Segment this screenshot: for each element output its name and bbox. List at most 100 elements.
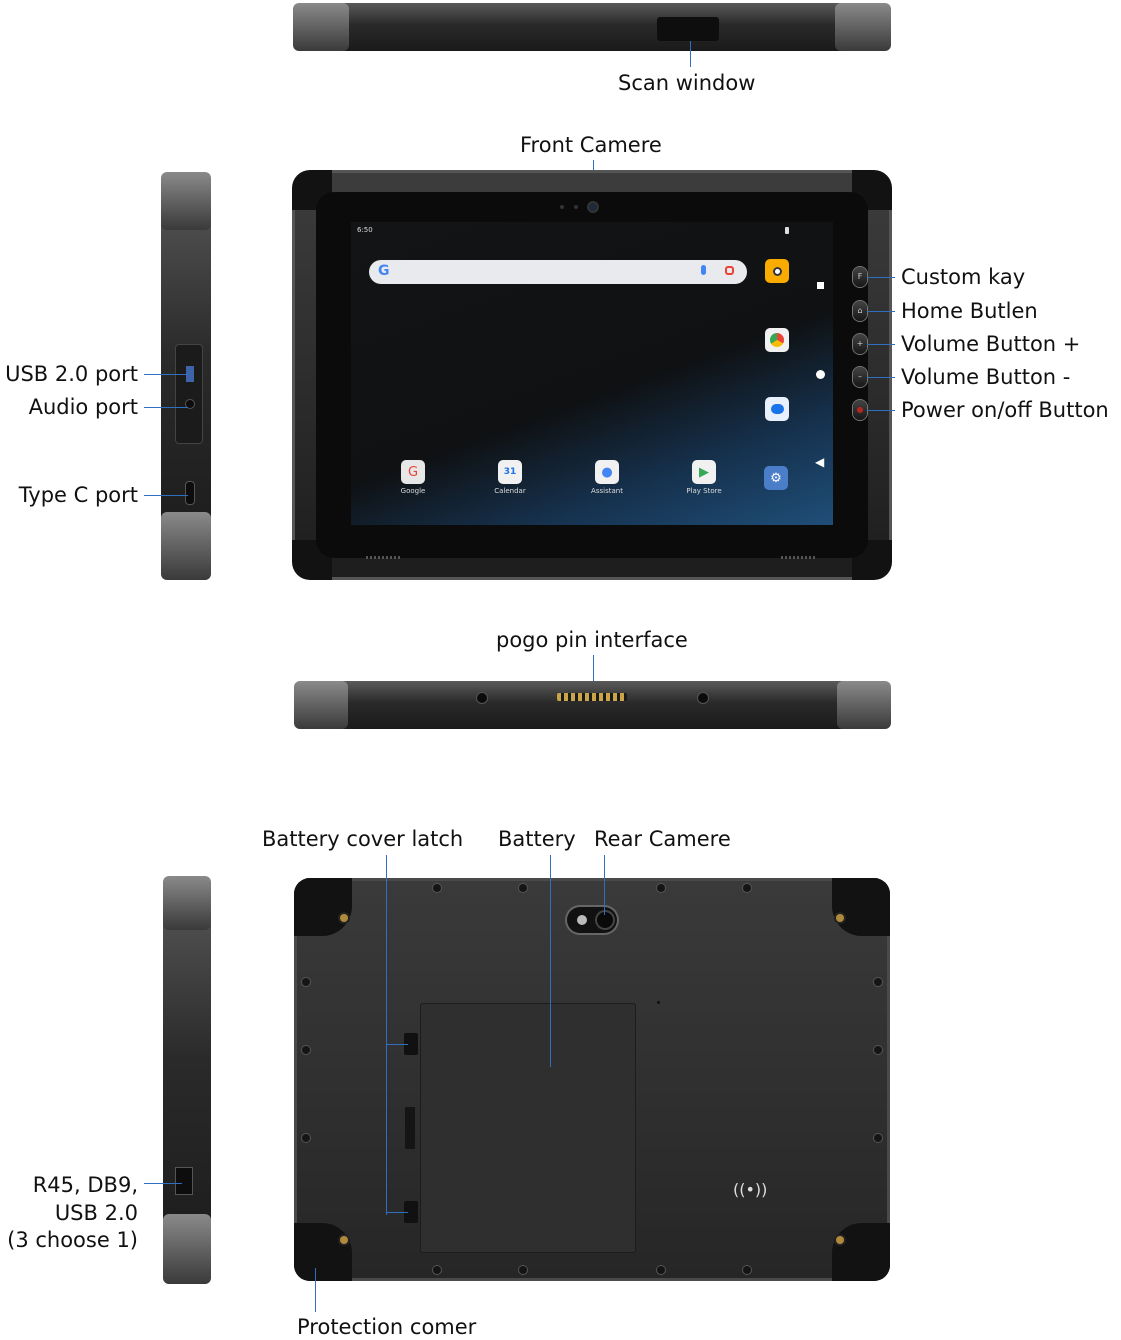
latch-leader-vertical xyxy=(386,855,388,1215)
top-edge-view xyxy=(293,3,891,51)
volume-up-label: Volume Button + xyxy=(901,332,1081,356)
custom-key-leader xyxy=(867,277,895,279)
camera-app-icon[interactable] xyxy=(765,259,789,283)
app-name: Google xyxy=(400,487,426,495)
volume-up-leader xyxy=(867,344,895,346)
power-button-label: Power on/off Button xyxy=(901,398,1109,422)
bottom-edge-view xyxy=(294,681,891,729)
scan-window-leader xyxy=(690,41,692,67)
home-nav-icon[interactable] xyxy=(816,370,825,379)
edge-screw xyxy=(302,978,310,986)
power-button-leader xyxy=(867,410,895,412)
dock-hole-left xyxy=(477,693,487,703)
usb-port-label: USB 2.0 port xyxy=(5,362,138,386)
edge-screw xyxy=(302,1134,310,1142)
power-button[interactable]: ● xyxy=(853,400,867,420)
assistant-icon: ● xyxy=(595,460,619,484)
app-name: Play Store xyxy=(686,487,722,495)
home-button[interactable]: ⌂ xyxy=(853,301,867,321)
volume-down-button[interactable]: – xyxy=(853,367,867,387)
edge-screw xyxy=(657,884,665,892)
edge-screw xyxy=(302,1046,310,1054)
left-side-upper-bottom-bumper xyxy=(161,512,211,580)
nfc-icon: ((•)) xyxy=(733,1180,768,1199)
rj45-label-line2: USB 2.0 xyxy=(54,1201,138,1225)
audio-port xyxy=(186,400,194,408)
edge-screw xyxy=(433,884,441,892)
battery-slot xyxy=(405,1107,415,1149)
microphone-icon[interactable] xyxy=(701,265,706,275)
protection-corner-br xyxy=(832,1223,890,1281)
front-camera xyxy=(589,203,597,211)
speaker-grille-right xyxy=(781,556,817,559)
tablet-screen: 6:50 G G Google 31 Calendar ● Assistant … xyxy=(351,222,833,525)
rj45-leader xyxy=(144,1183,182,1185)
protection-corner-bl xyxy=(294,1223,352,1281)
audio-port-leader xyxy=(144,407,188,409)
volume-down-label: Volume Button - xyxy=(901,365,1071,389)
battery-label: Battery xyxy=(498,827,576,851)
edge-screw xyxy=(874,978,882,986)
chrome-icon[interactable] xyxy=(765,328,789,352)
rear-camera-flash xyxy=(577,915,587,925)
edge-screw xyxy=(874,1134,882,1142)
type-c-port-label: Type C port xyxy=(18,483,138,507)
protection-corner-tr xyxy=(832,878,890,936)
edge-screw xyxy=(433,1266,441,1274)
battery-status-icon xyxy=(785,227,789,234)
left-side-lower-bottom-bumper xyxy=(163,1214,211,1284)
corner-screw-tr xyxy=(836,914,844,922)
app-calendar[interactable]: 31 Calendar xyxy=(479,460,541,495)
left-side-lower-top-bumper xyxy=(163,876,211,930)
corner-screw-tl xyxy=(340,914,348,922)
edge-screw xyxy=(743,1266,751,1274)
rear-camera-leader xyxy=(604,855,606,915)
usb-port-leader xyxy=(144,374,188,376)
latch-leader-bottom xyxy=(386,1212,408,1214)
audio-port-label: Audio port xyxy=(28,395,138,419)
battery-cover xyxy=(420,1003,636,1253)
edge-screw xyxy=(657,1266,665,1274)
usb-port xyxy=(186,366,194,382)
speaker-grille-left xyxy=(366,556,402,559)
latch-leader-top xyxy=(386,1044,408,1046)
app-name: Assistant xyxy=(591,487,623,495)
app-play-store[interactable]: ▶ Play Store xyxy=(673,460,735,495)
scan-window xyxy=(657,17,719,41)
google-g-icon: G xyxy=(378,263,390,279)
search-bar[interactable]: G xyxy=(369,260,747,284)
port-cover xyxy=(176,345,202,443)
battery-latch-bottom[interactable] xyxy=(404,1201,418,1223)
app-google[interactable]: G Google xyxy=(382,460,444,495)
app-assistant[interactable]: ● Assistant xyxy=(576,460,638,495)
pogo-pin-label: pogo pin interface xyxy=(496,628,688,652)
rj45-port xyxy=(176,1168,192,1194)
corner-screw-br xyxy=(836,1236,844,1244)
messages-icon[interactable] xyxy=(765,397,789,421)
lens-icon[interactable] xyxy=(725,266,734,275)
custom-key-label: Custom kay xyxy=(901,265,1026,289)
bottom-edge-left-bumper xyxy=(294,681,348,729)
type-c-port xyxy=(186,482,194,504)
bottom-edge-right-bumper xyxy=(837,681,891,729)
left-side-upper-top-bumper xyxy=(161,172,211,230)
protection-corner-tl xyxy=(294,878,352,936)
home-button-label: Home Butlen xyxy=(901,299,1038,323)
pogo-pins xyxy=(557,693,627,701)
battery-latch-top[interactable] xyxy=(404,1033,418,1055)
volume-up-button[interactable]: + xyxy=(853,334,867,354)
edge-screw xyxy=(519,884,527,892)
volume-down-leader xyxy=(867,377,895,379)
back-nav-icon[interactable]: ◀ xyxy=(815,455,825,469)
rj45-label-line3: (3 choose 1) xyxy=(7,1228,138,1252)
settings-icon[interactable]: ⚙ xyxy=(764,466,788,490)
custom-key-button[interactable]: F xyxy=(853,267,867,287)
edge-screw xyxy=(743,884,751,892)
corner-screw-bl xyxy=(340,1236,348,1244)
battery-cover-latch-label: Battery cover latch xyxy=(262,827,464,851)
app-name: Calendar xyxy=(494,487,526,495)
google-folder-icon: G xyxy=(401,460,425,484)
type-c-port-leader xyxy=(144,495,188,497)
edge-screw xyxy=(874,1046,882,1054)
recents-nav-icon[interactable] xyxy=(817,282,824,289)
